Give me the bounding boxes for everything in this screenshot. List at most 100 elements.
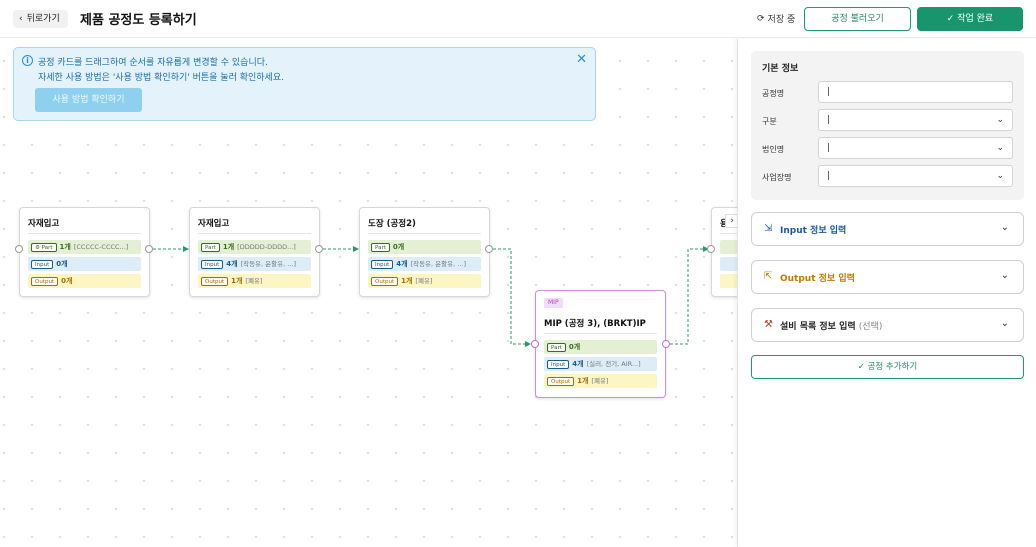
output-detail: [폐유] <box>591 377 609 385</box>
process-card[interactable]: 도장 (공정2) Part 0개 Input 4개 [작동유, 윤활유, ...… <box>359 207 490 297</box>
input-detail: [실러, 전기, AIR...] <box>586 360 641 368</box>
refresh-icon: ⟳ <box>757 13 765 24</box>
field-value: | <box>827 115 831 125</box>
process-card[interactable]: 자재입고 ⚙ Part 1개 [CCCCC-CCCC...] Input 0개 … <box>19 207 150 297</box>
chevron-down-icon: ⌄ <box>996 143 1004 153</box>
back-button[interactable]: ‹ 뒤로가기 <box>13 10 68 28</box>
back-label: 뒤로가기 <box>26 14 60 24</box>
part-row: Part 1개 [DDDDD-DDDD...] <box>198 240 311 254</box>
part-row <box>720 240 737 254</box>
mip-process-card[interactable]: MIP MIP (공정 3), (BRKT)IP Part 0개 Input 4… <box>535 290 666 398</box>
input-detail: [작동유, 윤활유, ...] <box>240 260 296 268</box>
field-label: 구분 <box>762 117 777 126</box>
card-divider <box>198 233 311 234</box>
node-port-out[interactable] <box>662 340 670 348</box>
save-status: ⟳ 저장 중 <box>757 12 795 26</box>
node-port-in[interactable] <box>531 340 539 348</box>
part-row: Part 0개 <box>368 240 481 254</box>
part-row: Part 0개 <box>544 340 657 354</box>
card-title: MIP (공정 3), (BRKT)IP <box>544 319 646 329</box>
part-count: 1개 <box>59 243 71 251</box>
card-divider <box>28 233 141 234</box>
process-card[interactable]: 용접 <box>711 207 737 297</box>
output-detail: [폐유] <box>245 277 263 285</box>
chevron-down-icon: ⌄ <box>1000 222 1009 233</box>
accordion-label-text: 설비 목록 정보 입력 <box>780 322 856 332</box>
card-divider <box>544 333 657 334</box>
node-port-out[interactable] <box>145 245 153 253</box>
output-row <box>720 274 737 288</box>
card-divider <box>368 233 481 234</box>
input-tag: Input <box>31 259 54 269</box>
category-select[interactable]: | ⌄ <box>818 109 1013 131</box>
node-port-in[interactable] <box>15 245 23 253</box>
equipment-info-accordion[interactable]: ⚒ 설비 목록 정보 입력 (선택) ⌄ <box>751 308 1024 342</box>
output-count: 1개 <box>577 377 589 385</box>
part-detail: [DDDDD-DDDD...] <box>237 243 296 251</box>
corporation-select[interactable]: | ⌄ <box>818 137 1013 159</box>
field-value: | <box>827 87 831 97</box>
part-tag-label: Part <box>41 244 53 251</box>
process-card[interactable]: 자재입고 Part 1개 [DDDDD-DDDD...] Input 4개 [작… <box>189 207 320 297</box>
output-tag: Output <box>31 276 59 286</box>
output-row: Output 0개 <box>28 274 141 288</box>
input-info-accordion[interactable]: ⇲ Input 정보 입력 ⌄ <box>751 212 1024 246</box>
page-title: 제품 공정도 등록하기 <box>80 13 197 28</box>
top-header: ‹ 뒤로가기 제품 공정도 등록하기 ⟳ 저장 중 공정 불러오기 ✓ 작업 완… <box>0 0 1036 38</box>
node-port-out[interactable] <box>315 245 323 253</box>
input-row: Input 0개 <box>28 257 141 271</box>
card-title: 도장 (공정2) <box>368 219 416 229</box>
chevron-down-icon: ⌄ <box>996 115 1004 125</box>
output-row: Output 1개 [폐유] <box>198 274 311 288</box>
process-name-input[interactable]: | <box>818 81 1013 103</box>
basic-info-section: 기본 정보 공정명 | 구분 | ⌄ 법인명 | ⌄ 사업장명 | ⌄ <box>751 51 1024 200</box>
node-port-in[interactable] <box>707 245 715 253</box>
field-value: | <box>827 171 831 181</box>
add-process-button[interactable]: ✓ 공정 추가하기 <box>751 355 1024 379</box>
mip-badge: MIP <box>544 298 563 308</box>
input-row: Input 4개 [작동유, 윤활유, ...] <box>368 257 481 271</box>
process-canvas[interactable]: i 공정 카드를 드래그하여 순서를 자유롭게 변경할 수 있습니다. 자세한 … <box>0 39 737 547</box>
card-title: 자재입고 <box>198 219 230 229</box>
notice-line-1: 공정 카드를 드래그하여 순서를 자유롭게 변경할 수 있습니다. <box>38 58 268 68</box>
input-row: Input 4개 [실러, 전기, AIR...] <box>544 357 657 371</box>
load-process-button[interactable]: 공정 불러오기 <box>804 7 911 31</box>
close-icon[interactable]: ✕ <box>576 52 587 67</box>
output-count: 0개 <box>61 277 73 285</box>
part-tag: Part <box>201 242 220 252</box>
input-count: 4개 <box>396 260 408 268</box>
part-icon: ⚙ <box>35 244 40 251</box>
output-detail: [폐유] <box>415 277 433 285</box>
part-tag: ⚙ Part <box>31 242 57 252</box>
input-tag: Input <box>201 259 224 269</box>
notice-line-2: 자세한 사용 방법은 '사용 방법 확인하기' 버튼을 눌러 확인하세요. <box>38 73 284 83</box>
output-tag: Output <box>371 276 399 286</box>
connector-4-5 <box>670 246 709 345</box>
input-count: 4개 <box>226 260 238 268</box>
output-count: 1개 <box>401 277 413 285</box>
output-icon: ⇱ <box>764 271 773 282</box>
part-tag: Part <box>371 242 390 252</box>
output-count: 1개 <box>231 277 243 285</box>
accordion-label: 설비 목록 정보 입력 (선택) <box>780 319 882 332</box>
card-divider <box>720 233 737 234</box>
input-tag: Input <box>547 359 570 369</box>
part-tag: Part <box>547 342 566 352</box>
output-info-accordion[interactable]: ⇱ Output 정보 입력 ⌄ <box>751 260 1024 294</box>
how-to-use-button[interactable]: 사용 방법 확인하기 <box>35 88 142 112</box>
complete-button[interactable]: ✓ 작업 완료 <box>917 7 1023 31</box>
complete-label: 작업 완료 <box>957 14 994 24</box>
site-select[interactable]: | ⌄ <box>818 165 1013 187</box>
field-label: 법인명 <box>762 145 785 154</box>
output-row: Output 1개 [폐유] <box>544 374 657 388</box>
output-row: Output 1개 [폐유] <box>368 274 481 288</box>
input-detail: [작동유, 윤활유, ...] <box>410 260 466 268</box>
output-tag: Output <box>547 376 575 386</box>
info-notice: i 공정 카드를 드래그하여 순서를 자유롭게 변경할 수 있습니다. 자세한 … <box>13 47 596 121</box>
info-icon: i <box>22 55 33 66</box>
accordion-label: Input 정보 입력 <box>780 226 847 236</box>
accordion-label: Output 정보 입력 <box>780 274 855 284</box>
node-port-out[interactable] <box>485 245 493 253</box>
card-title: 자재입고 <box>28 219 60 229</box>
optional-suffix: (선택) <box>858 322 883 332</box>
